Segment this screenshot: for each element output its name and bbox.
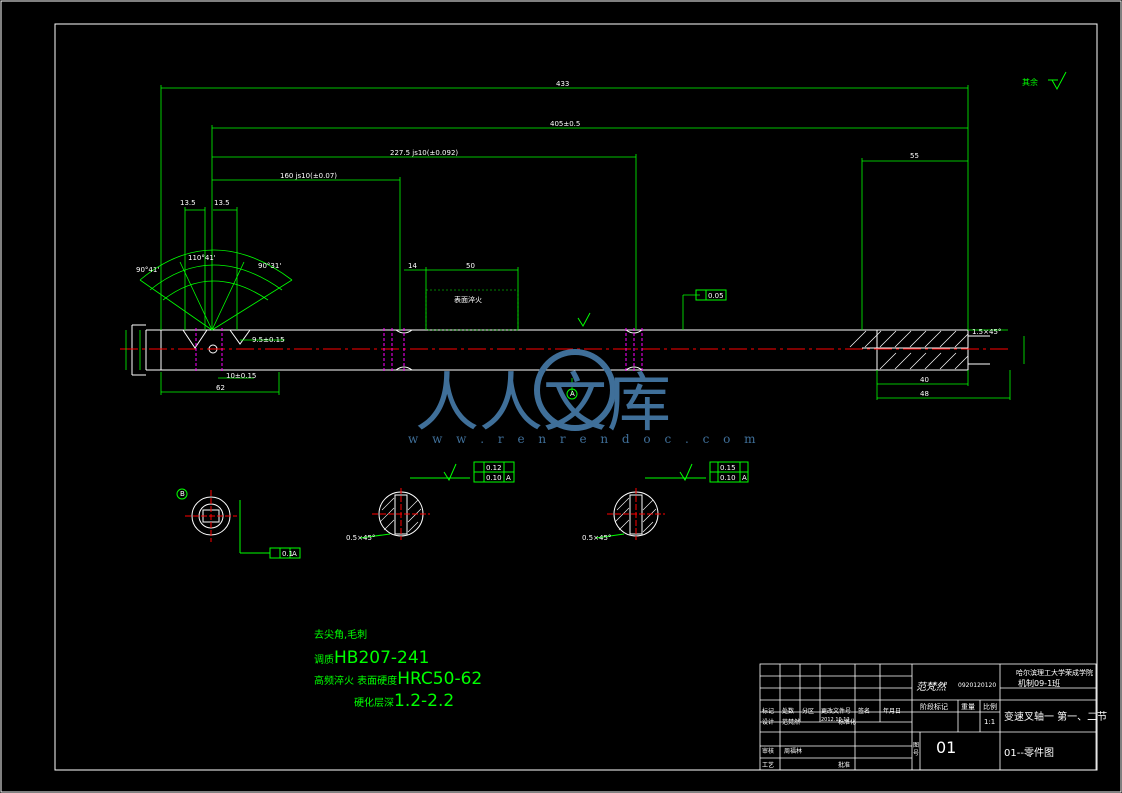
tb-row1-5: 年月日 xyxy=(883,708,902,715)
note-depth: 硬化层深1.2-2.2 xyxy=(354,691,454,711)
class-name: 机制09-1班 xyxy=(1018,679,1061,688)
tb-row3-1: 周福林 xyxy=(784,748,803,755)
dim-angle2: 110°41' xyxy=(188,254,216,262)
dim-13-5b: 13.5 xyxy=(214,199,230,207)
note-tempering-label: 调质 xyxy=(314,655,334,666)
note-hardening: 高频淬火 表面硬度HRC50-62 xyxy=(314,669,482,689)
dim-160: 160 js10(±0.07) xyxy=(280,172,337,180)
tb-row1-1: 处数 xyxy=(782,708,795,715)
drawing-title: 01--零件图 xyxy=(1004,748,1054,759)
note-depth-value: 1.2-2.2 xyxy=(394,691,455,711)
roughness-note: 其余 xyxy=(1022,77,1038,87)
school-name: 哈尔滨理工大学荣成学院 xyxy=(1016,669,1093,677)
dim-48: 48 xyxy=(920,390,929,398)
tb-row2-0: 设计 xyxy=(762,719,775,726)
s2-tol1: 0.12 xyxy=(486,464,502,472)
dim-55: 55 xyxy=(910,152,919,160)
dim-chamfer-right: 1.5×45° xyxy=(972,328,1001,336)
tb-row2-2: 2012.10.12 xyxy=(821,717,850,723)
note-tempering: 调质HB207-241 xyxy=(314,648,429,668)
weight-label: 重量 xyxy=(961,703,975,711)
note-hardening-value: HRC50-62 xyxy=(397,669,483,689)
hardened-label: 表面淬火 xyxy=(454,295,482,304)
roughness-symbol-icon xyxy=(1048,71,1067,91)
dim-angle3: 90°31' xyxy=(258,262,281,270)
tb-row1-2: 分区 xyxy=(802,708,815,715)
tb-row1-4: 签名 xyxy=(858,708,871,715)
dim-405: 405±0.5 xyxy=(550,120,580,128)
dim-14: 14 xyxy=(408,262,417,270)
dim-40: 40 xyxy=(920,376,929,384)
dim-433: 433 xyxy=(556,80,569,88)
dim-angle1: 90°41' xyxy=(136,266,159,274)
scale-label: 比例 xyxy=(983,703,997,711)
datum-a: A xyxy=(570,390,575,398)
s1-ref: A xyxy=(292,550,297,558)
shaft-main-view xyxy=(120,324,1010,376)
note-hardening-label: 高频淬火 表面硬度 xyxy=(314,676,398,687)
note-tempering-value: HB207-241 xyxy=(334,648,430,668)
tb-row2-3: 标准化 xyxy=(838,719,857,726)
s1-datum: B xyxy=(180,490,185,498)
hardened-area-box xyxy=(425,289,519,331)
dim-13-5a: 13.5 xyxy=(180,199,196,207)
stage-label: 阶段标记 xyxy=(920,703,948,711)
s3-ref: A xyxy=(742,474,747,482)
hardened-zone-marks xyxy=(195,328,643,372)
geometric-tolerance-frame xyxy=(695,289,727,301)
watermark-url: w w w . r e n r e n d o c . c o m xyxy=(408,432,761,446)
scale-value: 1:1 xyxy=(984,718,996,726)
section-hatch xyxy=(849,330,969,370)
tb-row3-0: 审核 xyxy=(762,748,775,755)
surface-finish-icon xyxy=(577,312,591,327)
title-block xyxy=(759,663,1097,771)
inner-frame xyxy=(54,23,1098,771)
dim-227: 227.5 js10(±0.092) xyxy=(390,149,458,157)
section-view-2 xyxy=(359,461,515,540)
section-view-3 xyxy=(595,461,749,540)
section-view-1 xyxy=(176,488,301,559)
tb-row4-1: 批准 xyxy=(838,762,851,769)
s3-tol2: 0.10 xyxy=(720,474,736,482)
note-depth-label: 硬化层深 xyxy=(354,698,394,709)
dim-50: 50 xyxy=(466,262,475,270)
tb-row1-0: 标记 xyxy=(762,708,775,715)
designer-signature: 范梵然 xyxy=(916,682,946,693)
s3-chamfer: 0.5×45° xyxy=(582,534,611,542)
s2-tol2: 0.10 xyxy=(486,474,502,482)
tb-row1-3: 更改文件号 xyxy=(821,708,852,715)
drawing-number: 01 xyxy=(936,738,957,757)
s2-ref: A xyxy=(506,474,511,482)
tb-row2-1: 范梵然 xyxy=(782,719,801,726)
sheet-label: 图号 xyxy=(913,742,920,757)
dimension-lines xyxy=(125,85,1025,400)
dim-62: 62 xyxy=(216,384,225,392)
note-deburr: 去尖角,毛刺 xyxy=(314,630,368,641)
s2-chamfer: 0.5×45° xyxy=(346,534,375,542)
dim-10: 10±0.15 xyxy=(226,372,256,380)
dim-9-5: 9.5±0.15 xyxy=(252,336,285,344)
part-name: 变速叉轴一 第一、二节 xyxy=(1004,712,1108,723)
s3-tol1: 0.15 xyxy=(720,464,736,472)
tb-row4-0: 工艺 xyxy=(762,762,775,769)
tol-main: 0.05 xyxy=(708,292,724,300)
s1-tol: 0.1 xyxy=(282,550,293,558)
designer-id: 0920120120 xyxy=(958,682,997,689)
